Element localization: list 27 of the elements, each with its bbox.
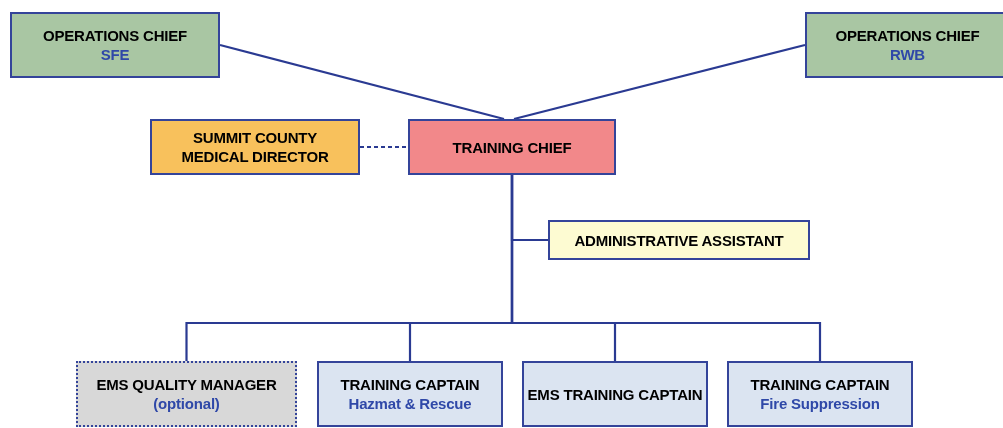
role-title: EMS TRAINING CAPTAIN (527, 384, 703, 404)
role-subtitle: RWB (890, 45, 925, 64)
role-title: EMS QUALITY MANAGER (96, 375, 277, 394)
role-title: OPERATIONS CHIEF (42, 26, 187, 45)
role-box (76, 361, 297, 427)
role-box (727, 361, 913, 427)
role-box (805, 12, 1003, 78)
connector-line (360, 145, 408, 149)
role-subtitle: Hazmat & Rescue (348, 394, 472, 413)
connector-line (510, 175, 822, 361)
role-title: TRAINING CHIEF (452, 137, 572, 157)
role-box (522, 361, 708, 427)
role-box (10, 12, 220, 78)
role-box (150, 119, 360, 175)
role-box (548, 220, 810, 260)
role-subtitle: SFE (100, 45, 130, 64)
role-title: OPERATIONS CHIEF (835, 26, 980, 45)
role-box (408, 119, 616, 175)
role-title: SUMMIT COUNTY MEDICAL DIRECTOR (180, 128, 330, 166)
role-subtitle: Fire Suppression (760, 394, 880, 413)
connector-line (219, 43, 505, 121)
role-box (317, 361, 503, 427)
role-subtitle: (optional) (153, 394, 220, 413)
connector-line (513, 43, 806, 121)
role-title: ADMINISTRATIVE ASSISTANT (574, 230, 784, 250)
role-title: TRAINING CAPTAIN (340, 375, 480, 394)
role-title: TRAINING CAPTAIN (750, 375, 890, 394)
